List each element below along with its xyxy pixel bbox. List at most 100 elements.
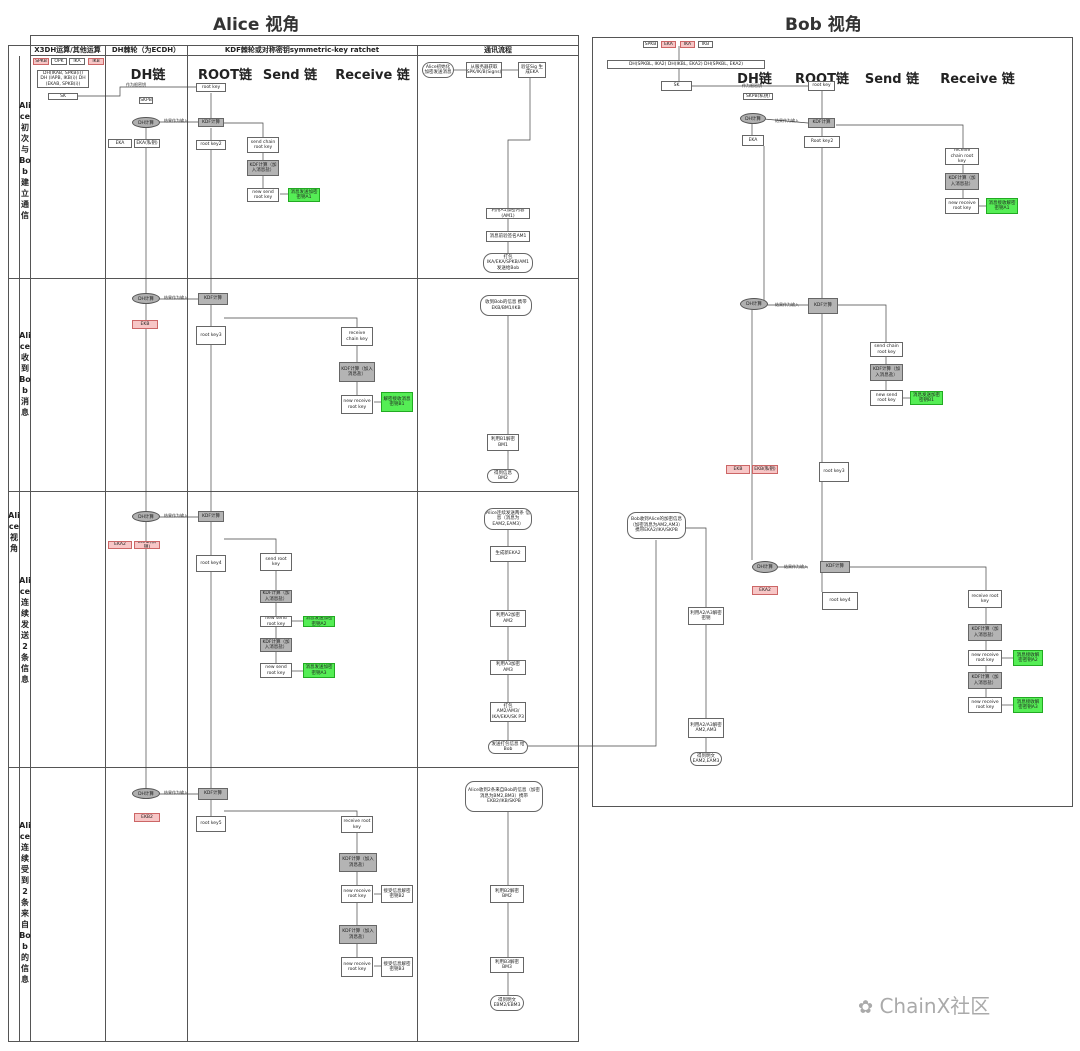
alice-root-chain-title: ROOT链	[198, 68, 252, 83]
alice-comm-recv2: Alice收到2条来自Bob的信息（加密消息为BM2,BM3）携带EKB2/IK…	[465, 781, 543, 812]
alice-new-recv-root-1: new receive root key	[341, 395, 373, 414]
bob-root-key: root key	[808, 81, 835, 91]
alice-kdf-calc-1: KDF计算	[198, 118, 224, 127]
col-comm: 通讯流程	[484, 46, 512, 54]
bob-key-ikb: IKB	[698, 41, 713, 48]
bob-new-send-root: new send root key	[870, 390, 903, 406]
bob-dh-combo: DH(SPKBL, IKA2) DH(IKBL, EKA2) DH(SPKBL,…	[607, 60, 765, 69]
alice-comm-send: 发送打包信息 给Bob	[488, 740, 528, 754]
alice-root-key2: root key2	[196, 140, 226, 150]
alice-eka: EKA	[108, 139, 132, 148]
lane-1-label: Alice初次与Bob建立通信	[19, 101, 31, 220]
alice-new-send-root-2: new send root key	[260, 616, 292, 627]
alice-comm-verify: 验证Sig 生成EKA	[518, 62, 546, 78]
alice-as-input-3: 结果作为输入	[164, 513, 188, 518]
bob-dh-chain-title: DH链	[737, 72, 772, 87]
alice-dh-calc-3: DH计算	[132, 511, 160, 522]
bob-msg-key-a2: 消息接收解密密钥A2	[1013, 650, 1043, 666]
bob-kdf-calc-2: KDF计算	[808, 298, 838, 314]
bob-kdf-calc-1: KDF计算	[808, 118, 835, 128]
alice-table	[30, 35, 579, 1042]
alice-kdf-salt-3: KDF计算（加入消息盐）	[260, 590, 292, 603]
bob-comm-recv: Bob收到Alice的加密信息（加密消息为AM2,AM3）携带EKA2/IKA/…	[627, 512, 686, 539]
alice-root-key5: root key5	[196, 816, 226, 832]
bob-as-input-1: 结果作为输入	[775, 118, 799, 123]
bob-sk: SK	[661, 81, 692, 91]
lane-outer-label: Alice视角	[8, 511, 20, 553]
alice-comm-fetch: 从服务器获取 SPK/IK/B(Signs)	[466, 62, 502, 78]
alice-key-opk: OPK	[51, 58, 67, 65]
alice-new-send-root-1: new send root key	[247, 188, 279, 202]
bob-send-chain-title: Send 链	[864, 72, 920, 87]
alice-as-input-1: 结果作为输入	[164, 118, 188, 123]
alice-comm-recv: 收到Bob的信息 携带EKB/BM1/IKB	[480, 295, 532, 316]
bob-key-spkb: SPKB	[643, 41, 658, 48]
bob-new-recv-root-3: new receive root key	[968, 697, 1002, 713]
lane-3-label: Alice连续发送2条信息	[19, 576, 31, 684]
bob-kdf-salt-4: KDF计算（加入消息盐）	[968, 672, 1002, 689]
alice-comm-pack2: 打包 AM2/AM3/ IKA/EKA/SK P3	[490, 702, 526, 722]
bob-key-eka: EKA	[661, 41, 676, 48]
alice-eka2: EKA2	[108, 541, 132, 549]
alice-dh-combo: DH(IKAB, SPKB(i)) DH (IAPB, IKB(i)) DH (…	[37, 70, 89, 88]
col-x3dh: X3DH运算/其他运算	[34, 46, 101, 54]
alice-msg-key-a2: 消息发送加密密钥A2	[303, 616, 335, 627]
bob-msg-key-b1: 消息发送加密密钥B1	[910, 391, 943, 405]
bob-key-ika: IKA	[680, 41, 695, 48]
wechat-icon: ✿	[858, 997, 874, 1018]
alice-header-row	[30, 45, 579, 56]
alice-new-recv-root-3: new receive root key	[341, 957, 373, 977]
alice-key-ikb: IKB	[88, 58, 104, 65]
bob-receive-chain-title: Receive 链	[940, 72, 1015, 87]
watermark: ✿ ChainX社区	[858, 990, 990, 1019]
watermark-text: ChainX社区	[879, 994, 991, 1018]
bob-comm-final: 得到明文 EAM2,EAM3	[690, 752, 722, 766]
alice-receive-chain-title: Receive 链	[335, 68, 410, 83]
alice-msg-key-a1: 消息发送加密密钥A1	[288, 188, 320, 202]
bob-as-input-2: 结果作为输入	[775, 302, 799, 307]
bob-recv-root: receive root key	[968, 590, 1002, 608]
alice-key-ika: IKA	[69, 58, 85, 65]
bob-frame	[592, 37, 1073, 807]
alice-comm-got: 得到信息 BM2	[487, 469, 519, 483]
alice-recv-chain-key: receive chain key	[341, 327, 373, 346]
alice-msg-key-a3: 消息发送加密密钥A3	[303, 663, 335, 678]
alice-root-key3: root key3	[196, 326, 226, 345]
alice-msg-key-b3: 接受信息解密密钥B3	[381, 957, 413, 977]
bob-ekb-priv: EKB(私钥)	[752, 465, 778, 474]
alice-dh-calc-1: DH计算	[132, 117, 160, 128]
alice-new-recv-root-2: new receive root key	[341, 885, 373, 903]
alice-kdf-salt-1: KDF计算（加入消息盐）	[247, 160, 279, 176]
bob-kdf-salt-2: KDF计算（加入消息盐）	[870, 364, 903, 381]
alice-comm-enc2: 利用A2加密 AM2	[490, 610, 526, 627]
alice-kdf-calc-4: KDF计算	[198, 788, 228, 800]
alice-kdf-salt-4: KDF计算（加入消息盐）	[260, 638, 292, 652]
bob-dh-calc-3: DH计算	[752, 561, 778, 573]
alice-dh-calc-2: DH计算	[132, 293, 160, 304]
alice-root-key: root key	[196, 83, 226, 92]
alice-comm-sign: 消息前验签名AM1	[486, 231, 530, 242]
alice-send-chain-title: Send 链	[262, 68, 318, 83]
alice-ekb2: EKB2	[134, 813, 160, 822]
bob-root-key3: root key3	[819, 462, 849, 482]
bob-as-input-3: 结果作为输入	[784, 564, 808, 569]
alice-comm-pack: 打包 IKA/EKA/SPKB/AM1 发送给Bob	[483, 253, 533, 273]
lane-4-label: Alice连续受到2条来自Bob的信息	[19, 821, 31, 984]
alice-ekb: EKB	[132, 320, 158, 329]
bob-root-key4: root key4	[822, 592, 858, 610]
alice-msg-key-b2: 接受信息解密密钥B2	[381, 885, 413, 903]
alice-sk: SK	[48, 93, 78, 100]
alice-comm-enc3: 利用A3加密 AM3	[490, 660, 526, 675]
alice-as-input-4: 结果作为输入	[164, 790, 188, 795]
alice-recv-root-4: receive root key	[341, 816, 373, 833]
bob-dh-calc-1: DH计算	[740, 113, 766, 124]
alice-kdf-calc-2: KDF计算	[198, 293, 228, 305]
alice-comm-start: Alice初始化加密发送消息	[422, 62, 454, 78]
alice-dh-calc-4: DH计算	[132, 788, 160, 799]
bob-eka2: EKA2	[752, 586, 778, 595]
alice-eka-priv: EKA(私钥)	[134, 139, 160, 148]
bob-msg-key-a1: 消息接收解密密钥A1	[986, 198, 1018, 214]
alice-skpb: SKPB	[139, 97, 153, 104]
alice-send-root-3: send root key	[260, 553, 292, 571]
bob-msg-key-a3: 消息接收解密密钥A3	[1013, 697, 1043, 713]
